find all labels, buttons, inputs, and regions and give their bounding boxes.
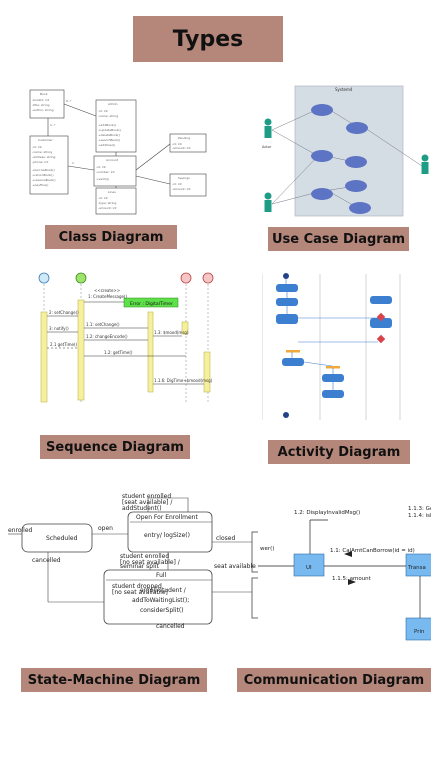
svg-text:addToWaitingList();: addToWaitingList(); bbox=[132, 597, 189, 604]
svg-text:+borrowBook(): +borrowBook() bbox=[32, 168, 55, 172]
comm-left-cut: wer() bbox=[260, 546, 274, 552]
svg-text:[seat available] /: [seat available] / bbox=[122, 499, 173, 506]
svg-text:considerSplit(): considerSplit() bbox=[140, 607, 184, 614]
svg-text:+returnBook(): +returnBook() bbox=[32, 173, 54, 177]
svg-text:-number: int: -number: int bbox=[96, 170, 115, 174]
actor-label: Actor bbox=[262, 145, 272, 149]
svg-text:-name: string: -name: string bbox=[32, 150, 52, 154]
transition-cancelled-2: cancelled bbox=[156, 623, 185, 630]
svg-text:enroll/student /: enroll/student / bbox=[140, 587, 187, 594]
svg-text:Book: Book bbox=[40, 92, 48, 96]
transition-left-cut: enrolled bbox=[8, 527, 33, 534]
svg-text:-amount: int: -amount: int bbox=[172, 187, 191, 191]
svg-text:student dropped: student dropped bbox=[112, 583, 162, 590]
svg-text:-id: int: -id: int bbox=[172, 142, 183, 146]
svg-text:Admin: Admin bbox=[108, 102, 118, 106]
communication-diagram-thumbnail: 1.2: DisplayInvalidMsg() 1.1: CalAmtCanB… bbox=[258, 500, 431, 646]
seq-msg-7: 1.2: getTime() bbox=[104, 350, 133, 355]
svg-text:Lines: Lines bbox=[108, 190, 116, 194]
seq-msg-6: 2.1 getTime() bbox=[50, 342, 78, 347]
svg-text:+verify(): +verify() bbox=[96, 177, 109, 181]
transition-closed: closed bbox=[216, 535, 235, 542]
seq-msg-8: 1.1.6: DigTime+$mood(msg) bbox=[154, 378, 213, 383]
svg-text:-phone: int: -phone: int bbox=[32, 160, 49, 164]
svg-text:-id: int: -id: int bbox=[32, 145, 43, 149]
svg-text:-amount: int: -amount: int bbox=[172, 146, 191, 150]
error-object-label: Error : DigitalTimer bbox=[130, 301, 173, 307]
class-diagram-label: Class Diagram bbox=[45, 225, 177, 249]
state-machine-diagram-thumbnail: Scheduled Open For Enrollment entry/ log… bbox=[8, 492, 264, 630]
sequence-diagram-label: Sequence Diagram bbox=[40, 435, 190, 459]
svg-text:Account: Account bbox=[106, 158, 119, 162]
sequence-diagram-thumbnail: Error : DigitalTimer <<create>>1: Create… bbox=[14, 272, 228, 410]
comm-msg-3: 1.1.5: amount bbox=[332, 576, 372, 582]
comm-ui: UI bbox=[306, 565, 312, 571]
state-machine-diagram-label: State-Machine Diagram bbox=[21, 668, 207, 692]
state-full-title: Full bbox=[156, 572, 167, 579]
svg-text:-id: int: -id: int bbox=[96, 165, 107, 169]
svg-text:1.1.4: isMe: 1.1.4: isMe bbox=[408, 513, 431, 519]
seq-msg-2: 3: notify() bbox=[49, 326, 69, 331]
svg-text:+payFine(): +payFine() bbox=[32, 183, 48, 187]
state-open-body: entry/ logSize() bbox=[144, 532, 190, 539]
svg-text:0..*: 0..* bbox=[66, 99, 72, 103]
svg-text:-bookId: int: -bookId: int bbox=[32, 98, 50, 102]
svg-text:-title: string: -title: string bbox=[32, 103, 50, 107]
svg-text:-name: string: -name: string bbox=[98, 114, 118, 118]
seq-msg-1: 2: setChange() bbox=[49, 310, 79, 315]
svg-text:1.1.3: GetC: 1.1.3: GetC bbox=[408, 506, 431, 512]
state-scheduled: Scheduled bbox=[46, 535, 78, 542]
svg-text:student enrolled: student enrolled bbox=[120, 553, 169, 560]
seq-msg-5: 1.3: $mood(msg) bbox=[154, 330, 189, 335]
svg-text:-type: string: -type: string bbox=[98, 201, 116, 205]
use-case-diagram-thumbnail: System4 Actor bbox=[260, 80, 431, 220]
seq-msg-3: 1.1: setChange() bbox=[86, 322, 120, 327]
svg-text:1: 1 bbox=[72, 161, 74, 165]
svg-text:+addBook(): +addBook() bbox=[98, 123, 116, 127]
svg-text:<<create>>: <<create>> bbox=[94, 288, 120, 293]
transition-seat: seat available bbox=[214, 563, 256, 570]
svg-text:-amount: int: -amount: int bbox=[98, 206, 117, 210]
page-title-box: Types bbox=[133, 16, 283, 62]
activity-diagram-label: Activity Diagram bbox=[268, 440, 410, 464]
svg-text:-id: int: -id: int bbox=[98, 109, 109, 113]
svg-text:+reserveBook(): +reserveBook() bbox=[32, 178, 56, 182]
transition-open: open bbox=[98, 525, 113, 532]
comm-transa: Transa bbox=[407, 565, 426, 571]
svg-text:1: CreateMessage(): 1: CreateMessage() bbox=[88, 294, 128, 299]
svg-text:Savings: Savings bbox=[178, 176, 190, 180]
system-label: System4 bbox=[335, 87, 353, 92]
activity-diagram-thumbnail bbox=[262, 270, 431, 424]
svg-text:-author: string: -author: string bbox=[32, 108, 54, 112]
svg-text:+addUser(): +addUser() bbox=[98, 143, 115, 147]
svg-text:-address: string: -address: string bbox=[32, 155, 56, 159]
transition-cancelled: cancelled bbox=[32, 557, 61, 564]
use-case-diagram-label: Use Case Diagram bbox=[268, 227, 409, 251]
seq-msg-4: 1.2: changeEncode() bbox=[86, 334, 128, 339]
comm-msg-2: 1.1: CalAmtCanBorrow(id = id) bbox=[330, 548, 415, 554]
svg-text:+updateBook(): +updateBook() bbox=[98, 128, 121, 132]
communication-diagram-label: Communication Diagram bbox=[237, 668, 431, 692]
svg-text:addStudent(): addStudent() bbox=[122, 505, 162, 512]
page-title: Types bbox=[172, 26, 244, 52]
transition-split: seminar split bbox=[120, 563, 159, 570]
svg-text:+deleteBook(): +deleteBook() bbox=[98, 133, 120, 137]
svg-text:[no seat available]: [no seat available] bbox=[112, 589, 168, 596]
svg-text:Pending: Pending bbox=[178, 136, 190, 140]
svg-text:-id: int: -id: int bbox=[172, 182, 183, 186]
state-open-title: Open For Enrollment bbox=[136, 514, 198, 521]
svg-text:[no seat available] /: [no seat available] / bbox=[120, 559, 181, 566]
svg-text:-id: int: -id: int bbox=[98, 196, 109, 200]
svg-text:Customer: Customer bbox=[38, 138, 53, 142]
comm-msg-1: 1.2: DisplayInvalidMsg() bbox=[294, 510, 360, 516]
class-diagram-thumbnail: Book -bookId: int-title: string-author: s… bbox=[28, 86, 212, 216]
comm-prin: Prin bbox=[414, 629, 425, 635]
svg-text:student enrolled: student enrolled bbox=[122, 493, 171, 500]
svg-text:1..*: 1..* bbox=[50, 123, 56, 127]
svg-text:+searchBook(): +searchBook() bbox=[98, 138, 120, 142]
